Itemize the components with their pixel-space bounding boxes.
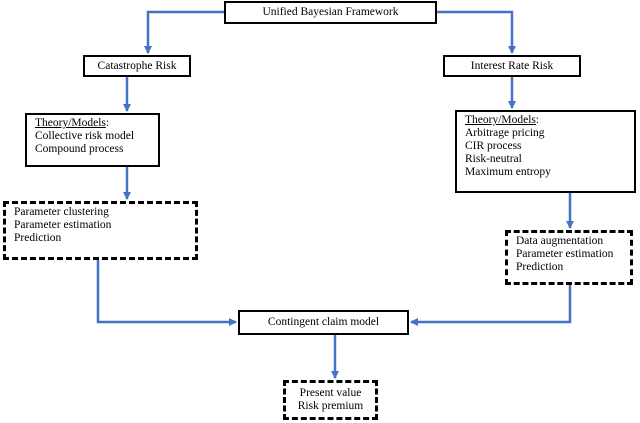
- interest-rate-risk-label: Interest Rate Risk: [470, 59, 554, 72]
- left-theory-item: Collective risk model: [35, 130, 135, 142]
- right-theory-box: Theory/Models: Arbitrage pricing CIR pro…: [455, 110, 636, 193]
- framework-box: Unified Bayesian Framework: [224, 1, 437, 24]
- arrow-framework-to-interest: [437, 10, 516, 54]
- right-methods-box: Data augmentation Parameter estimation P…: [505, 230, 633, 285]
- right-method-item: Parameter estimation: [516, 248, 614, 260]
- right-method-item: Prediction: [516, 261, 564, 273]
- right-theory-item: CIR process: [465, 140, 522, 152]
- framework-label: Unified Bayesian Framework: [262, 6, 399, 18]
- right-theory-heading: Theory/Models: [465, 114, 536, 126]
- contingent-claim-model-box: Contingent claim model: [238, 310, 409, 335]
- arrow-right-methods-to-model: [410, 285, 572, 326]
- output-item: Risk premium: [297, 400, 364, 412]
- left-method-item: Prediction: [14, 232, 62, 244]
- left-method-item: Parameter estimation: [14, 219, 112, 231]
- output-item: Present value: [299, 387, 362, 399]
- arrow-left-methods-to-model: [96, 260, 237, 326]
- right-theory-item: Maximum entropy: [465, 166, 551, 178]
- left-method-item: Parameter clustering: [14, 206, 109, 218]
- catastrophe-risk-label: Catastrophe Risk: [97, 59, 177, 72]
- right-method-item: Data augmentation: [516, 235, 604, 247]
- arrow-framework-to-catastrophe: [144, 10, 224, 54]
- catastrophe-risk-box: Catastrophe Risk: [83, 55, 191, 77]
- outputs-box: Present value Risk premium: [283, 380, 378, 420]
- left-theory-item: Compound process: [35, 143, 124, 155]
- interest-rate-risk-box: Interest Rate Risk: [443, 55, 581, 77]
- contingent-claim-model-label: Contingent claim model: [267, 316, 380, 328]
- left-methods-box: Parameter clustering Parameter estimatio…: [3, 201, 198, 260]
- left-theory-heading: Theory/Models: [35, 117, 106, 129]
- right-theory-item: Risk-neutral: [465, 153, 522, 165]
- left-theory-box: Theory/Models: Collective risk model Com…: [25, 113, 160, 167]
- right-theory-item: Arbitrage pricing: [465, 127, 545, 139]
